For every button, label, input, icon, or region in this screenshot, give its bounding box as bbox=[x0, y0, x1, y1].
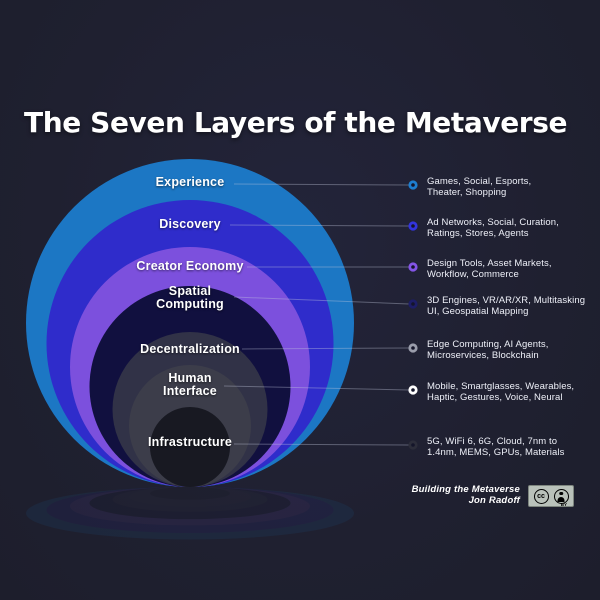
credits: Building the Metaverse Jon Radoff bbox=[412, 484, 520, 506]
layer-items-spatial-computing: 3D Engines, VR/AR/XR, Multitasking UI, G… bbox=[427, 295, 586, 317]
credits-author: Jon Radoff bbox=[468, 495, 520, 506]
layer-label-spatial-computing: Spatial Computing bbox=[156, 284, 224, 311]
layer-marker-icon-infrastructure bbox=[408, 440, 418, 450]
layer-items-infrastructure: 5G, WiFi 6, 6G, Cloud, 7nm to 1.4nm, MEM… bbox=[427, 436, 565, 458]
layer-items-creator-economy: Design Tools, Asset Markets, Workflow, C… bbox=[427, 258, 552, 280]
page-title: The Seven Layers of the Metaverse bbox=[24, 106, 568, 139]
cc-by-license-badge[interactable]: cc BY bbox=[528, 485, 574, 507]
layer-label-creator-economy: Creator Economy bbox=[136, 259, 244, 273]
layer-items-experience: Games, Social, Esports, Theater, Shoppin… bbox=[427, 176, 532, 198]
layer-label-decentralization: Decentralization bbox=[140, 342, 240, 356]
layer-circles bbox=[26, 159, 354, 487]
layer-marker-icon-creator-economy bbox=[408, 262, 418, 272]
layer-label-infrastructure: Infrastructure bbox=[147, 435, 233, 449]
connector-line-experience bbox=[233, 183, 410, 186]
layer-marker-icon-discovery bbox=[408, 221, 418, 231]
layer-items-discovery: Ad Networks, Social, Curation, Ratings, … bbox=[427, 217, 559, 239]
layer-label-experience: Experience bbox=[155, 175, 225, 189]
layer-items-decentralization: Edge Computing, AI Agents, Microservices… bbox=[427, 339, 549, 361]
cc-by-attribution-label: BY bbox=[560, 502, 567, 507]
layer-marker-icon-decentralization bbox=[408, 343, 418, 353]
connector-line-spatial-computing bbox=[233, 296, 410, 305]
layer-items-human-interface: Mobile, Smartglasses, Wearables, Haptic,… bbox=[427, 381, 575, 403]
layer-circle-infrastructure bbox=[150, 407, 230, 487]
layer-marker-icon-spatial-computing bbox=[408, 299, 418, 309]
layer-label-discovery: Discovery bbox=[159, 217, 221, 231]
connector-line-human-interface bbox=[223, 385, 410, 391]
credits-work-title: Building the Metaverse bbox=[411, 484, 520, 495]
connector-line-decentralization bbox=[241, 347, 410, 350]
layer-marker-icon-experience bbox=[408, 180, 418, 190]
connector-line-infrastructure bbox=[233, 443, 410, 446]
cc-icon: cc bbox=[533, 488, 549, 504]
layer-marker-icon-human-interface bbox=[408, 385, 418, 395]
connector-line-discovery bbox=[229, 224, 410, 227]
cc-by-person-icon bbox=[553, 488, 569, 504]
layer-label-human-interface: Human Interface bbox=[163, 371, 217, 398]
cc-icon-label: cc bbox=[537, 492, 545, 500]
reflection bbox=[26, 486, 354, 540]
